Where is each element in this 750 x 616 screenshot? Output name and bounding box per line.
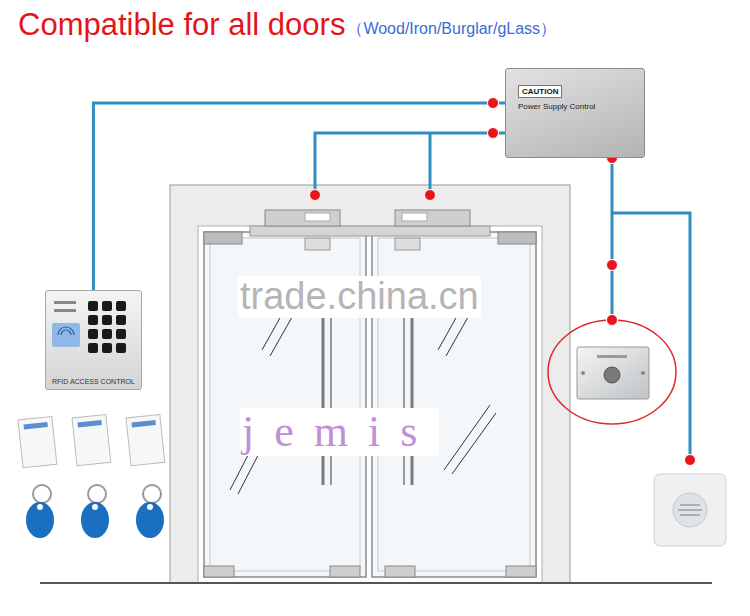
key-fob [81, 502, 109, 538]
keypad-key [88, 301, 98, 311]
wire-dot [488, 128, 499, 139]
device-caption: Power Supply Control [518, 102, 595, 111]
glass-reflection [452, 413, 496, 474]
keypad-key [102, 315, 112, 325]
door-bell [654, 474, 726, 546]
door-clip [330, 566, 360, 577]
device-label: CAUTION [518, 85, 562, 98]
connectors [93, 98, 505, 291]
door-handle [322, 300, 325, 485]
id-card [18, 416, 57, 467]
glass-reflection [444, 405, 490, 470]
frame-opening [198, 226, 542, 583]
glass-doors [204, 232, 536, 577]
rfid-panel [52, 301, 82, 351]
watermark: trade.china.cn [238, 276, 481, 318]
subtitle: （Wood/Iron/Burglar/gLass） [347, 20, 556, 38]
door-clip [498, 232, 536, 244]
rfid-icon [58, 327, 74, 335]
card-stripe [131, 420, 155, 427]
id-cards [18, 414, 165, 467]
card-stripe [23, 422, 47, 429]
rfid-window [52, 323, 80, 347]
wire-connector [93, 103, 505, 290]
key-fobs [26, 485, 164, 538]
power-supply: CAUTION Power Supply Control [505, 68, 645, 158]
button-plate [577, 347, 649, 399]
plate-marking [597, 355, 627, 358]
card-body [18, 416, 57, 467]
magnetic-lock [265, 210, 340, 226]
wire-dot [310, 190, 321, 201]
bell-grille [673, 493, 707, 527]
door-frame [170, 185, 570, 583]
keypad-key [116, 329, 126, 339]
id-card [72, 414, 111, 465]
button-bell-wire [612, 158, 690, 460]
lock-bracket [250, 226, 490, 236]
wire-dot [685, 455, 696, 466]
status-lamp [54, 309, 76, 312]
card-body [72, 414, 111, 465]
keypad-key [102, 329, 112, 339]
watermark: jemis [240, 408, 439, 456]
key-fob [136, 502, 164, 538]
lock-wire [315, 133, 505, 195]
door-handle [403, 300, 405, 485]
fob-hole [92, 504, 98, 510]
id-card [126, 414, 165, 465]
fob-hole [37, 504, 43, 510]
grille-slots [678, 505, 702, 515]
device-label: RFID ACCESS CONTROL [52, 378, 135, 385]
exit-button [548, 320, 676, 424]
status-lamp [54, 301, 76, 304]
door-clip [506, 566, 536, 577]
door-handle [411, 300, 414, 485]
key-fob [26, 502, 54, 538]
keypad-key [116, 301, 126, 311]
door-clip [385, 566, 415, 577]
access-keypad: RFID ACCESS CONTROL [45, 290, 142, 390]
wire-dot [425, 190, 436, 201]
title: Compatible for all doors [18, 8, 345, 42]
card-body [126, 414, 165, 465]
plate-screw [581, 371, 585, 375]
door-handle [330, 300, 332, 485]
fob-ring [143, 485, 161, 503]
frame-outer [170, 185, 570, 583]
wire-dot [607, 260, 618, 271]
keypad-key [88, 315, 98, 325]
wire-dot [607, 315, 618, 326]
armature-plate [395, 238, 420, 250]
keypad-key [116, 315, 126, 325]
fob-hole [147, 504, 153, 510]
fob-ring [33, 485, 51, 503]
fob-ring [88, 485, 106, 503]
armature-plate [305, 238, 330, 250]
bell-body [654, 474, 726, 546]
keypad-key [88, 343, 98, 353]
lock-sticker [402, 213, 427, 221]
lock-sticker [305, 213, 330, 221]
keypad-key [102, 301, 112, 311]
keypad-key [116, 343, 126, 353]
magnetic-lock [395, 210, 470, 226]
keypad-key [88, 329, 98, 339]
keypad-keys [86, 299, 130, 357]
wire-dot [488, 98, 499, 109]
floor-line [40, 582, 712, 584]
door-clip [204, 232, 242, 244]
plate-screw [641, 371, 645, 375]
keypad-key [102, 343, 112, 353]
push-button [604, 367, 620, 383]
highlight-circle [548, 320, 676, 424]
card-stripe [77, 420, 101, 427]
door-clip [204, 566, 234, 577]
magnetic-locks [250, 210, 490, 250]
